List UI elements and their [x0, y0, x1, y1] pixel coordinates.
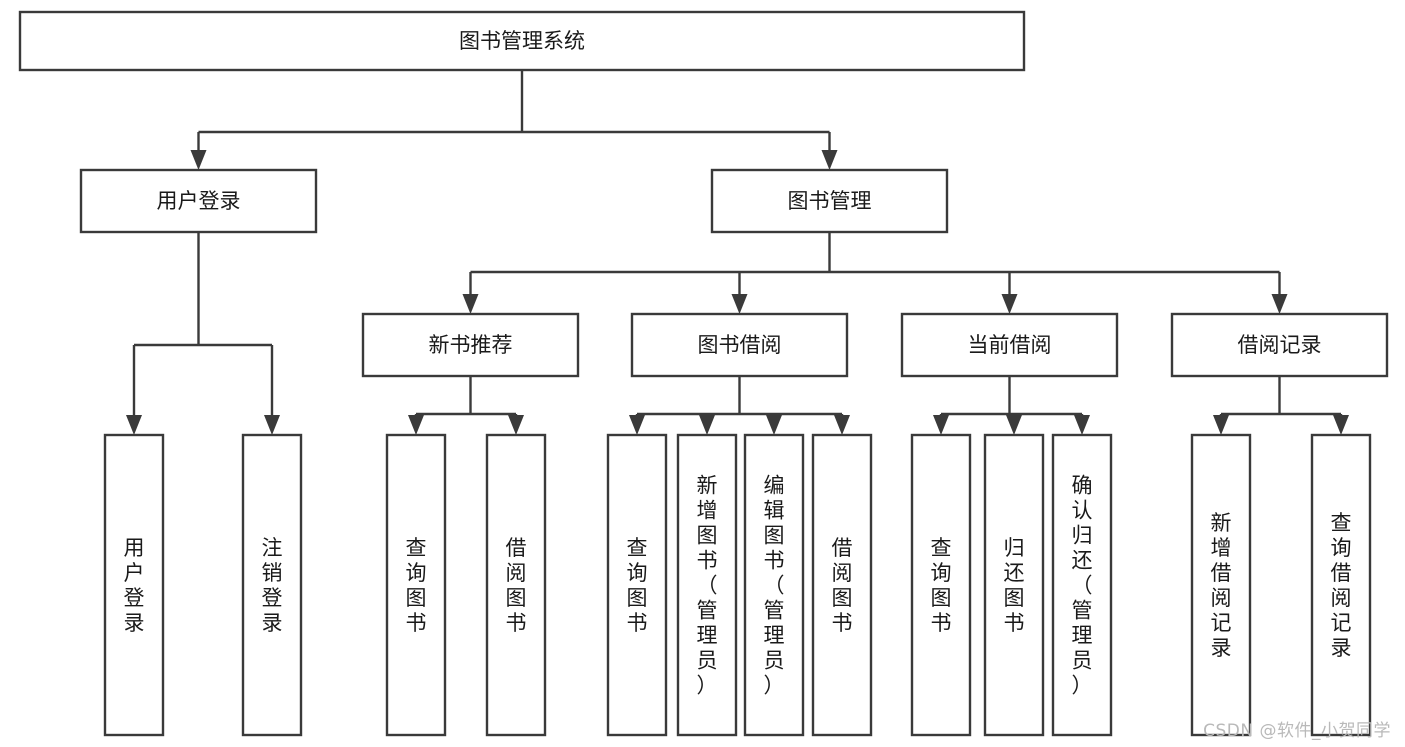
arrow-head-icon [933, 415, 949, 435]
node-[object SVGGElement][interactable]: 查询借阅记录 [1310, 433, 1372, 737]
arrow-head-icon [1271, 294, 1288, 314]
node-label: 借阅图书 [832, 536, 853, 635]
node-box[interactable] [241, 433, 303, 737]
node-box[interactable] [1170, 312, 1389, 378]
node-box[interactable] [103, 433, 165, 737]
node-label: 确认归还（管理员） [1072, 474, 1093, 698]
node-label: 当前借阅 [968, 333, 1052, 357]
node-[object SVGGElement][interactable]: 用户登录 [79, 168, 318, 234]
arrow-head-icon [731, 294, 748, 314]
arrow-head-icon [264, 415, 280, 435]
node-[object SVGGElement][interactable]: 归还图书 [983, 433, 1045, 737]
node-box[interactable] [630, 312, 849, 378]
node-box[interactable] [385, 433, 447, 737]
node-box[interactable] [606, 433, 668, 737]
node-label: 查询借阅记录 [1331, 511, 1352, 660]
arrow-head-icon [462, 294, 479, 314]
node-box[interactable] [710, 168, 949, 234]
node-label: 新书推荐 [429, 333, 513, 357]
node-label: 图书管理 [788, 189, 872, 213]
arrow-head-icon [508, 415, 524, 435]
node-box[interactable] [1051, 433, 1113, 737]
node-box[interactable] [676, 433, 738, 737]
node-box[interactable] [18, 10, 1026, 72]
arrow-head-icon [1001, 294, 1018, 314]
node-[object SVGGElement][interactable]: 确认归还（管理员） [1051, 433, 1113, 737]
node-box[interactable] [361, 312, 580, 378]
arrow-head-icon [1333, 415, 1349, 435]
node-label: 查询图书 [627, 536, 648, 635]
node-box[interactable] [1310, 433, 1372, 737]
node-[object SVGGElement][interactable]: 当前借阅 [900, 312, 1119, 378]
arrow-head-icon [821, 150, 838, 170]
arrow-head-icon [629, 415, 645, 435]
node-[object SVGGElement][interactable]: 查询图书 [385, 433, 447, 737]
node-label: 借阅图书 [506, 536, 527, 635]
node-label: 注销登录 [262, 536, 283, 635]
node-[object SVGGElement][interactable]: 新书推荐 [361, 312, 580, 378]
node-[object SVGGElement][interactable]: 编辑图书（管理员） [743, 433, 805, 737]
arrow-head-icon [834, 415, 850, 435]
node-[object SVGGElement][interactable]: 查询图书 [910, 433, 972, 737]
arrow-head-icon [126, 415, 142, 435]
node-[object SVGGElement][interactable]: 图书管理 [710, 168, 949, 234]
node-box[interactable] [900, 312, 1119, 378]
node-box[interactable] [743, 433, 805, 737]
arrow-head-icon [1006, 415, 1022, 435]
node-[object SVGGElement][interactable]: 查询图书 [606, 433, 668, 737]
arrow-head-icon [408, 415, 424, 435]
node-label: 图书管理系统 [459, 29, 585, 53]
node-box[interactable] [485, 433, 547, 737]
node-label: 借阅记录 [1238, 333, 1322, 357]
node-box[interactable] [1190, 433, 1252, 737]
node-[object SVGGElement][interactable]: 借阅图书 [485, 433, 547, 737]
node-label: 新增图书（管理员） [697, 474, 718, 698]
node-box[interactable] [910, 433, 972, 737]
node-label: 查询图书 [406, 536, 427, 635]
arrow-head-icon [1074, 415, 1090, 435]
node-label: 图书借阅 [698, 333, 782, 357]
arrow-head-icon [766, 415, 782, 435]
node-[object SVGGElement][interactable]: 借阅图书 [811, 433, 873, 737]
arrow-head-icon [1213, 415, 1229, 435]
node-[object SVGGElement][interactable]: 新增借阅记录 [1190, 433, 1252, 737]
node-label: 查询图书 [931, 536, 952, 635]
node-box[interactable] [79, 168, 318, 234]
node-[object SVGGElement][interactable]: 用户登录 [103, 433, 165, 737]
node-box[interactable] [983, 433, 1045, 737]
node-label: 新增借阅记录 [1211, 511, 1232, 660]
watermark-label: CSDN @软件_小贺同学 [1203, 721, 1391, 741]
node-[object SVGGElement][interactable]: 图书管理系统 [18, 10, 1026, 72]
node-label: 编辑图书（管理员） [764, 474, 785, 698]
node-label: 归还图书 [1004, 536, 1025, 635]
node-label: 用户登录 [124, 536, 145, 635]
node-[object SVGGElement][interactable]: 借阅记录 [1170, 312, 1389, 378]
node-[object SVGGElement][interactable]: 注销登录 [241, 433, 303, 737]
node-box[interactable] [811, 433, 873, 737]
node-label: 用户登录 [157, 189, 241, 213]
node-[object SVGGElement][interactable]: 图书借阅 [630, 312, 849, 378]
node-[object SVGGElement][interactable]: 新增图书（管理员） [676, 433, 738, 737]
arrow-head-icon [190, 150, 207, 170]
arrow-head-icon [699, 415, 715, 435]
